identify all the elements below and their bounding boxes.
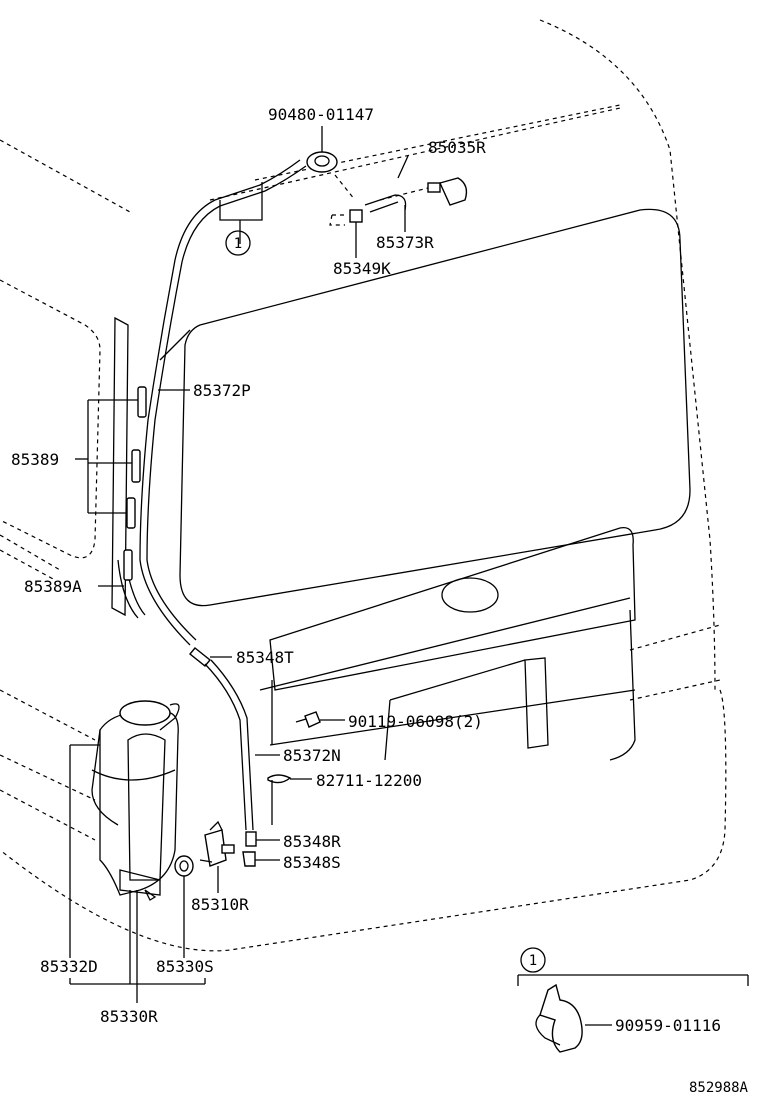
label-85389A: 85389A [24, 577, 82, 596]
washer-pump-85310R [199, 820, 235, 867]
connector-85348T [189, 647, 254, 831]
clip-90959 [539, 983, 583, 1053]
bolt-90119 [295, 711, 321, 728]
clamp-82711 [267, 774, 292, 784]
hose-85373R [364, 194, 407, 211]
label-85330R: 85330R [100, 1007, 158, 1026]
joint-85348R [245, 831, 257, 847]
label-90119-06098: 90119-06098(2) [348, 712, 483, 731]
label-85349K: 85349K [333, 259, 391, 278]
pillar-clips [123, 386, 147, 581]
label-85372P: 85372P [193, 381, 251, 400]
part-labels: 90480-01147 85035R 85373R 85349K 85372P … [11, 105, 749, 1096]
inset-reference-number: 1 [529, 953, 537, 969]
inset-clip-detail: 1 [517, 947, 749, 1053]
label-85348T: 85348T [236, 648, 294, 667]
label-85310R: 85310R [191, 895, 249, 914]
label-85372N: 85372N [283, 746, 341, 765]
pump-grommet-85330S [174, 855, 194, 877]
washer-hose-upper [139, 159, 307, 646]
label-85035R: 85035R [428, 138, 486, 157]
label-85373R: 85373R [376, 233, 434, 252]
diagram-code: 852988A [689, 1080, 749, 1096]
washer-nozzle-85035R [379, 177, 468, 206]
license-panel [269, 526, 636, 691]
vehicle-body-outline [0, 19, 727, 952]
label-85332D: 85332D [40, 957, 98, 976]
label-82711-12200: 82711-12200 [316, 771, 422, 790]
joint-85349K [329, 209, 363, 226]
elbow-85348S [242, 851, 256, 867]
label-85330S: 85330S [156, 957, 214, 976]
leader-lines [69, 126, 409, 1003]
label-90480-01147: 90480-01147 [268, 105, 374, 124]
door-pillar [111, 316, 129, 617]
emblem [441, 577, 499, 613]
label-90959-01116: 90959-01116 [615, 1016, 721, 1035]
rear-window [179, 208, 691, 607]
label-85348S: 85348S [283, 853, 341, 872]
inset-reference-circle [520, 947, 546, 973]
grommet-90480 [306, 151, 338, 173]
label-85348R: 85348R [283, 832, 341, 851]
reference-number: 1 [234, 236, 242, 252]
reference-circle-1 [225, 230, 251, 256]
label-85389: 85389 [11, 450, 59, 469]
washer-tank [91, 700, 180, 901]
